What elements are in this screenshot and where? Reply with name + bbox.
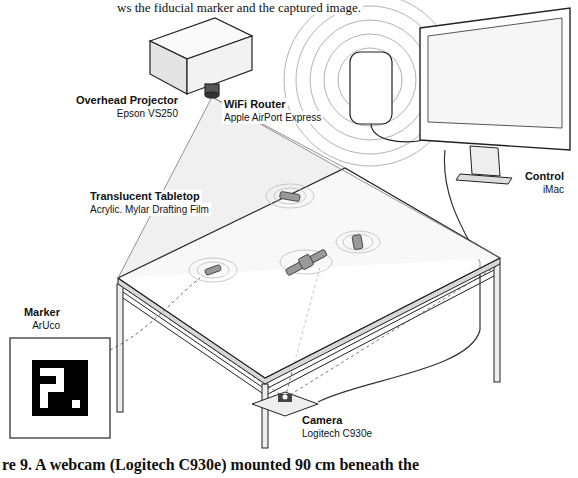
aruco-marker [10,338,110,438]
marker-cell [40,368,64,376]
part-name: Control [523,170,566,183]
router-cable [371,124,424,142]
imac-foot [456,174,512,184]
signal-ring [197,262,229,278]
model-name: iMac [541,183,566,196]
part-name: WiFi Router [222,98,288,111]
imac-stand [470,146,500,176]
camera-plate [252,392,318,416]
imac-frame [420,8,570,150]
signal-ring [336,231,380,253]
body-text: ws the fiducial marker and the captured … [115,0,363,15]
wifi-wave [310,20,430,140]
wifi-router [350,52,392,124]
robot-rings [189,184,380,282]
projector [150,18,252,98]
figure-caption: re 9. A webcam (Logitech C930e) mounted … [2,456,419,474]
signal-ring [343,234,373,250]
camera-lens [283,395,288,400]
projector-front [187,36,252,94]
light-edge [212,97,345,168]
robot [285,249,327,276]
model-name: ArUco [30,319,62,332]
model-name: Apple AirPort Express [222,111,323,124]
marker-cell [56,376,64,392]
light-edge [118,97,212,278]
table-leg [494,264,500,382]
table-leg [117,284,123,412]
part-name: Overhead Projector [74,94,180,107]
robot [204,264,221,275]
wifi-wave [324,34,416,126]
robots [204,191,363,276]
marker-pattern [32,360,88,416]
leader-line [110,278,200,350]
signal-ring [266,184,314,208]
table-leg [262,384,268,448]
material-name: Acrylic. Mylar Drafting Film [88,203,211,216]
model-name: Logitech C930e [300,427,374,440]
robot [298,254,314,270]
marker-cell [72,400,80,408]
part-name: Marker [22,306,62,319]
robot [352,234,363,249]
marker-cell [40,384,56,392]
projector-side [150,41,187,94]
projector-lens [205,92,219,98]
marker-card [10,338,110,438]
webcam [252,392,318,416]
signal-ring [189,258,237,282]
marker-cell [40,392,48,408]
robot [279,191,300,201]
camera-body [278,394,292,402]
part-name: Translucent Tabletop [88,190,202,203]
part-name: Camera [300,414,344,427]
imac [420,8,570,184]
model-name: Epson VS250 [115,107,180,120]
signal-ring [274,188,306,204]
imac-screen [428,18,562,128]
